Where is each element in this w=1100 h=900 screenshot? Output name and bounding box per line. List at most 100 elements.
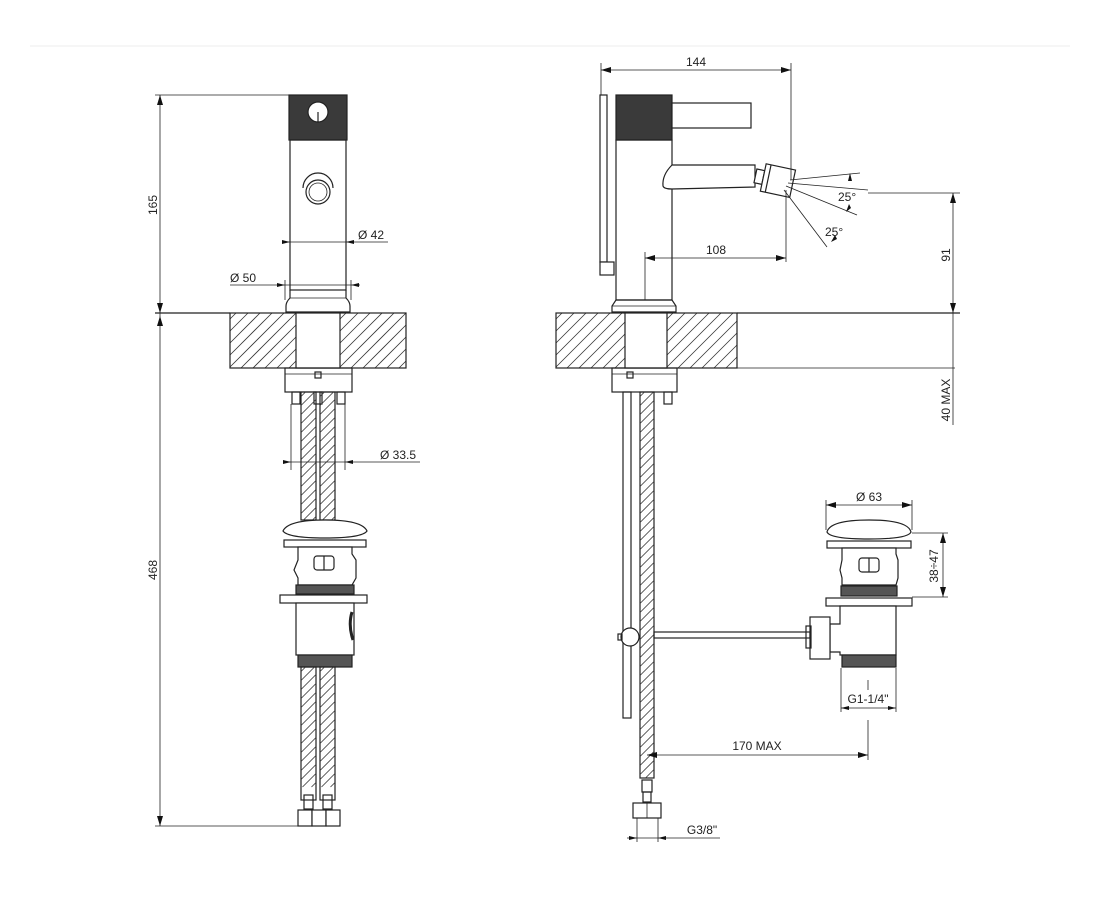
- hatch-line: [319, 710, 336, 726]
- spray-line-down: [783, 189, 828, 248]
- hatch-line: [666, 312, 674, 320]
- hatch-line: [319, 391, 334, 406]
- hatch-line: [666, 312, 698, 344]
- hatch-line: [300, 408, 317, 424]
- hatch-line: [276, 348, 297, 369]
- pop-up-waste-side: [805, 519, 913, 668]
- hatch-line: [319, 417, 336, 433]
- dim-33-5-label: Ø 33.5: [380, 448, 416, 462]
- hatch-line: [639, 670, 655, 685]
- hatch-line: [229, 312, 273, 356]
- hatch-line: [319, 719, 336, 735]
- hatch-line: [322, 507, 336, 521]
- hatch-line: [350, 312, 407, 369]
- hatch-line: [312, 516, 317, 521]
- hatch-line: [639, 643, 655, 658]
- hatch-line: [311, 782, 317, 788]
- hatch-line: [300, 746, 317, 762]
- hatch-line: [555, 312, 587, 344]
- dim-g3-8: G3/8": [627, 823, 720, 840]
- hatch-line: [639, 706, 655, 721]
- mixer-body: [289, 139, 347, 291]
- side-view: 25° 25°: [555, 55, 960, 842]
- hatch-line: [639, 634, 655, 649]
- hatch-line: [319, 399, 336, 415]
- hatch-line: [639, 454, 655, 469]
- hatch-line: [300, 701, 317, 717]
- hatch-line: [645, 769, 655, 779]
- hatch-line: [639, 391, 654, 406]
- hatch-line: [319, 701, 336, 717]
- hatch-line: [319, 666, 325, 672]
- hatch-line: [639, 616, 655, 631]
- dim-468: 468: [146, 316, 298, 827]
- dim-42-label: Ø 42: [358, 228, 384, 242]
- dim-g1-1-4-label: G1-1/4": [848, 692, 889, 706]
- hatch-pattern: [555, 312, 626, 369]
- hatch-line: [590, 333, 626, 369]
- hatch-pattern: [300, 666, 317, 788]
- hatch-pattern: [300, 391, 317, 521]
- flexible-hoses-lower: [297, 666, 341, 827]
- hatch-line: [319, 435, 336, 451]
- hatch-line: [639, 499, 655, 514]
- hatch-line: [300, 728, 317, 744]
- dim-40-max-label: 40 MAX: [939, 379, 953, 422]
- dim-108-label: 108: [706, 243, 726, 257]
- hatch-line: [300, 498, 317, 514]
- hatch-line: [300, 471, 317, 487]
- hatch-line: [300, 710, 317, 726]
- hatch-line: [639, 544, 655, 559]
- dim-50-label: Ø 50: [230, 271, 256, 285]
- hatch-pattern: [319, 666, 336, 788]
- hatch-line: [300, 683, 317, 699]
- hatch-line: [639, 724, 655, 739]
- hatch-line: [639, 715, 655, 730]
- flexible-hoses-upper: [300, 391, 336, 521]
- diverter-knob: [305, 179, 331, 205]
- hatch-line: [319, 462, 336, 478]
- hatch-line: [666, 312, 686, 332]
- hatch-line: [639, 526, 655, 541]
- hatch-line: [639, 760, 655, 775]
- hatch-line: [614, 357, 626, 369]
- handle-lever: [671, 102, 752, 129]
- hatch-line: [639, 436, 655, 451]
- hatch-line: [701, 332, 738, 369]
- dim-40-max: 40 MAX: [939, 313, 954, 425]
- dim-g3-8-label: G3/8": [687, 823, 717, 837]
- hatch-line: [578, 321, 626, 369]
- hatch-line: [300, 444, 317, 460]
- hatch-line: [339, 312, 371, 344]
- hatch-line: [639, 607, 655, 622]
- hatch-line: [689, 320, 738, 369]
- hatch-line: [288, 360, 297, 369]
- hatch-line: [713, 344, 738, 369]
- dim-diameter-33-5: Ø 33.5: [283, 448, 420, 464]
- hatch-line: [319, 444, 336, 460]
- hatch-line: [229, 312, 285, 368]
- pop-up-rod-horizontal: [653, 631, 811, 639]
- hatch-line: [639, 661, 655, 676]
- dim-91-label: 91: [939, 248, 953, 262]
- hatch-line: [386, 348, 407, 369]
- hatch-line: [639, 571, 655, 586]
- hatch-line: [666, 312, 722, 368]
- angle-up-label: 25°: [838, 190, 856, 204]
- dim-38-47-label: 38÷47: [927, 549, 941, 583]
- hatch-line: [319, 498, 336, 514]
- hatch-line: [566, 312, 623, 369]
- hatch-line: [639, 697, 655, 712]
- front-view: 165 468 Ø 42 Ø 50 Ø 33.5: [146, 94, 420, 827]
- hatch-line: [319, 746, 336, 762]
- hatch-line: [374, 336, 407, 369]
- pop-up-rod-vertical: [622, 391, 632, 719]
- hatch-line: [229, 312, 249, 332]
- hatch-deck-front-left: [229, 312, 297, 369]
- hatch-line: [639, 490, 655, 505]
- hatch-line: [330, 782, 336, 788]
- hatch-line: [300, 755, 317, 771]
- hatch-line: [319, 426, 336, 442]
- hatch-line: [639, 418, 655, 433]
